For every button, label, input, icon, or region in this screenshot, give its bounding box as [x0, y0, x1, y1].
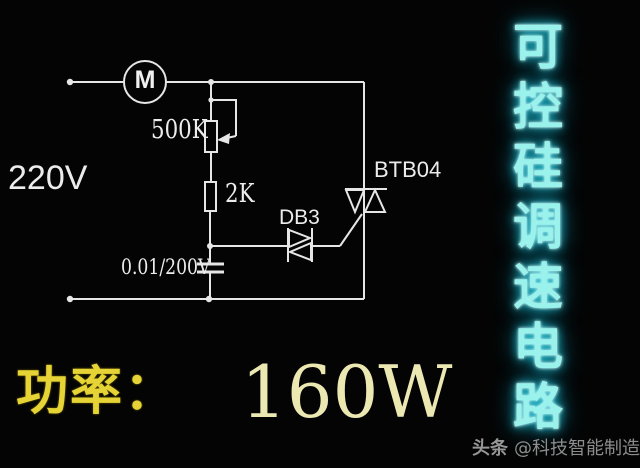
triac-right-triangle [363, 187, 387, 213]
pot-wiper-arrowhead [217, 133, 230, 144]
potentiometer-label: 500K [151, 115, 208, 145]
resistor-body [204, 181, 217, 212]
pot-wiper-loop [211, 99, 237, 136]
junction-dot-node [207, 243, 213, 249]
triac-left-triangle [344, 189, 366, 215]
power-caption-prefix: 功率： [16, 362, 179, 422]
resistor-label: 2K [225, 179, 255, 209]
watermark-handle: @科技智能制造 [514, 438, 640, 459]
watermark-brand: 头条 [472, 438, 508, 459]
diac-left-triangle [287, 241, 312, 262]
junction-dot-wiper [208, 97, 214, 103]
terminal-dot-top-left [66, 78, 74, 86]
motor-label: M [134, 66, 156, 94]
diac-symbol [287, 228, 313, 262]
junction-dot-top [208, 79, 214, 85]
watermark: 头条 @科技智能制造 [472, 438, 640, 460]
triac-symbol [339, 187, 387, 247]
terminal-dot-bottom-left [66, 295, 74, 303]
triac-label: BTB04 [374, 157, 442, 182]
triac-gate-lead [339, 213, 363, 247]
power-caption-value: 160W [241, 350, 453, 434]
diac-right-triangle [288, 228, 313, 249]
vertical-title: 可控硅调速电路 [505, 20, 563, 440]
capacitor-label: 0.01/200V [121, 255, 211, 279]
diac-label: DB3 [279, 206, 320, 229]
junction-dot-bottom [205, 295, 213, 303]
voltage-label: 220V [8, 159, 88, 197]
